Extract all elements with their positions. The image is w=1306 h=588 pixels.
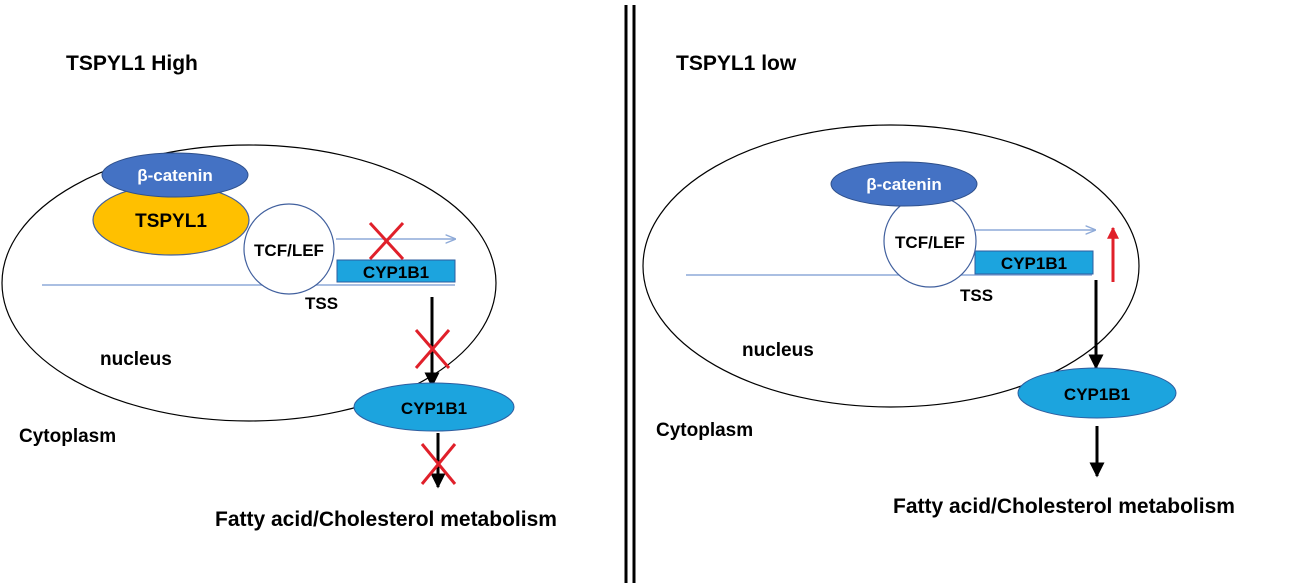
left-panel: TSPYL1 High CYP1B1 TCF/LEF TSPYL1 β-cate… <box>1 52 557 531</box>
left-cyp1b1-protein-label: CYP1B1 <box>401 399 467 418</box>
left-nucleus-membrane <box>1 144 497 422</box>
left-outcome-label: Fatty acid/Cholesterol metabolism <box>215 508 557 531</box>
left-tcf-lef-circle <box>243 203 335 295</box>
right-beta-catenin-ellipse <box>830 161 978 207</box>
left-cyp1b1-protein-ellipse <box>353 382 515 432</box>
left-cyp1b1-gene-box <box>336 259 456 283</box>
left-beta-catenin-ellipse <box>101 152 249 198</box>
left-translation-block-x <box>414 329 451 369</box>
right-nucleus-membrane <box>642 124 1140 408</box>
right-cyp1b1-protein-label: CYP1B1 <box>1064 385 1130 404</box>
left-panel-title: TSPYL1 High <box>66 52 198 75</box>
left-tspyl1-label: TSPYL1 <box>135 211 207 232</box>
left-tcf-lef-label: TCF/LEF <box>254 241 324 260</box>
left-metabolism-block-x <box>420 443 457 485</box>
right-outcome-label: Fatty acid/Cholesterol metabolism <box>893 495 1235 518</box>
right-panel: TSPYL1 low CYP1B1 TCF/LEF β-catenin TSS … <box>642 52 1235 518</box>
left-beta-catenin-label: β-catenin <box>137 166 213 185</box>
right-nucleus-label: nucleus <box>742 340 814 361</box>
left-nucleus-label: nucleus <box>100 349 172 370</box>
panel-divider <box>624 5 636 583</box>
right-cytoplasm-label: Cytoplasm <box>656 420 753 441</box>
right-cyp1b1-gene-label: CYP1B1 <box>1001 254 1067 273</box>
right-cyp1b1-gene-box <box>974 250 1094 275</box>
left-transcription-block-x <box>368 221 405 261</box>
left-cyp1b1-gene-label: CYP1B1 <box>363 263 429 282</box>
left-cytoplasm-label: Cytoplasm <box>19 426 116 447</box>
right-cyp1b1-protein-ellipse <box>1017 367 1177 419</box>
right-panel-title: TSPYL1 low <box>676 52 797 75</box>
right-tss-label: TSS <box>960 286 993 305</box>
right-tcf-lef-label: TCF/LEF <box>895 233 965 252</box>
right-beta-catenin-label: β-catenin <box>866 175 942 194</box>
left-tss-label: TSS <box>305 294 338 313</box>
